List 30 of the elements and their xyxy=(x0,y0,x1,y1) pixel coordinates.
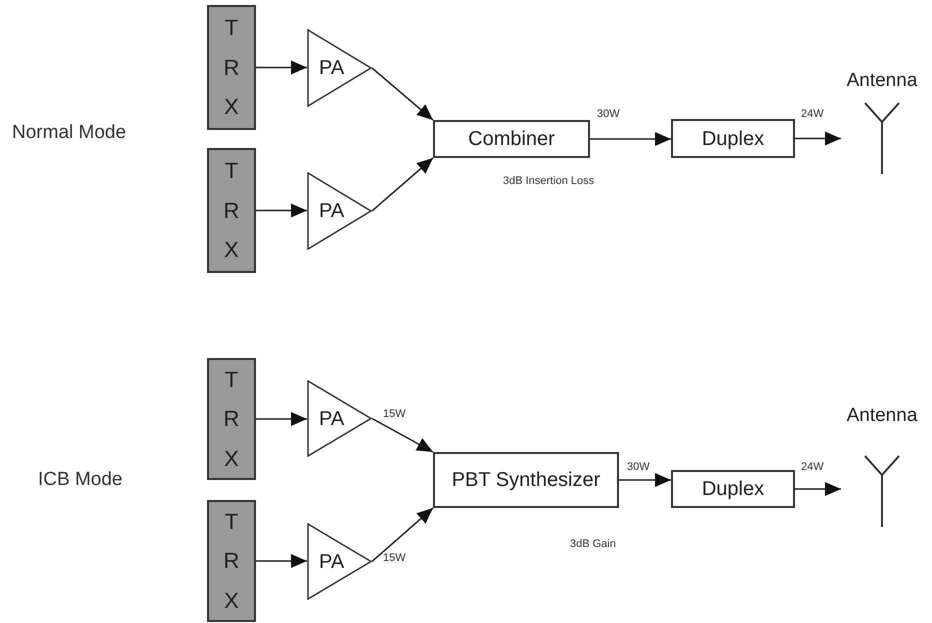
transceiver-block: TRX xyxy=(207,500,256,622)
amplifier-triangle: PA xyxy=(307,380,372,457)
arrow xyxy=(590,132,671,146)
arrow xyxy=(795,132,841,146)
antenna: Antenna xyxy=(841,70,923,174)
amplifier-triangle: PA xyxy=(307,523,372,600)
arrow xyxy=(795,482,841,496)
arrow xyxy=(372,67,434,121)
arrow xyxy=(372,507,434,562)
arrow xyxy=(256,60,307,74)
arrow xyxy=(372,418,434,453)
transceiver-block: TRX xyxy=(207,358,256,480)
process-box: Duplex xyxy=(671,119,795,158)
transceiver-block: TRX xyxy=(207,5,256,130)
arrow xyxy=(619,473,671,487)
arrow xyxy=(256,204,307,218)
process-box: PBT Synthesizer xyxy=(433,452,619,508)
mode-label: ICB Mode xyxy=(38,469,122,492)
arrow xyxy=(256,554,307,568)
arrow xyxy=(256,412,307,426)
node-note: 3dB Gain xyxy=(570,538,616,552)
amplifier-triangle: PA xyxy=(307,172,372,250)
transceiver-block: TRX xyxy=(207,148,256,273)
amplifier-triangle: PA xyxy=(307,29,372,107)
process-box: Duplex xyxy=(671,470,795,508)
antenna: Antenna xyxy=(841,405,923,527)
node-note: 3dB Insertion Loss xyxy=(503,175,594,188)
mode-label: Normal Mode xyxy=(12,122,126,145)
process-box: Combiner xyxy=(433,120,590,158)
arrow xyxy=(372,157,434,212)
